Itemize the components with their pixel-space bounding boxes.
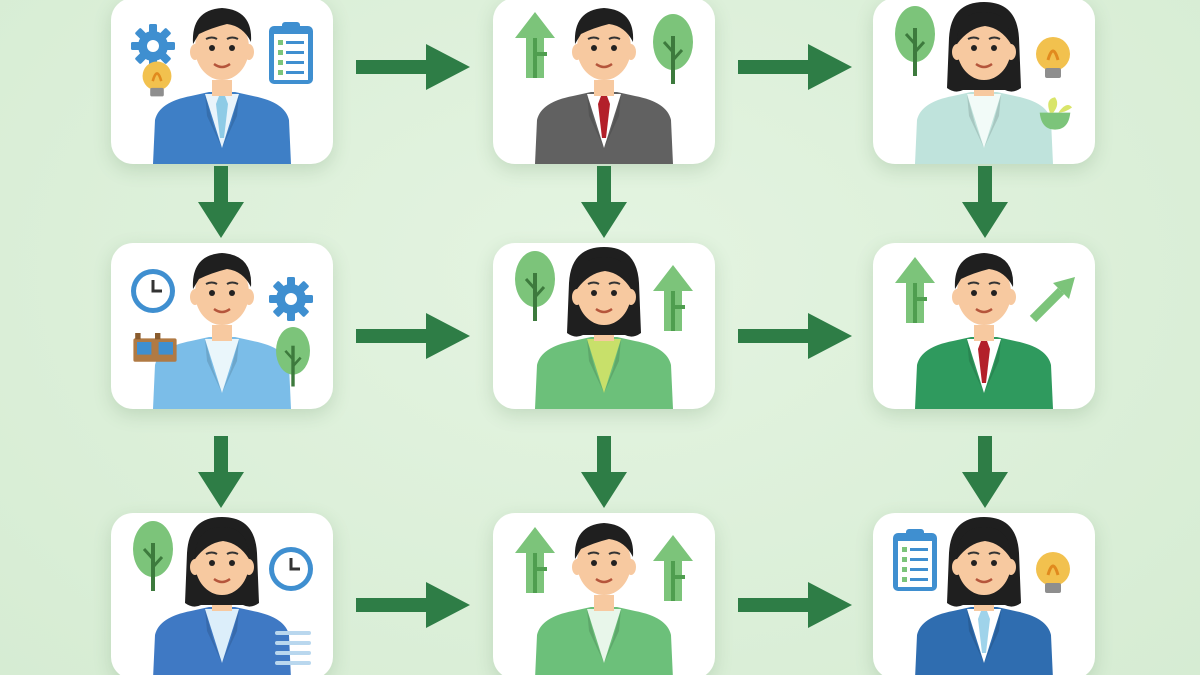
person-avatar <box>153 517 291 675</box>
person-avatar <box>535 523 673 675</box>
person-avatar <box>535 247 673 409</box>
tree-icon <box>276 327 310 387</box>
gear-icon <box>269 277 313 321</box>
person-avatar <box>915 517 1053 675</box>
bulb-icon <box>142 61 172 97</box>
arrow-right-r1c1-r1c2 <box>356 44 470 90</box>
arrow-down-r1c3-r2c3 <box>962 166 1008 238</box>
arrow-right-r2c1-r2c2 <box>356 313 470 359</box>
growth-arrow-icon <box>515 527 555 593</box>
arrow-right-r3c1-r3c2 <box>356 582 470 628</box>
person-avatar <box>153 8 291 164</box>
tree-icon <box>653 14 693 84</box>
arrow-down-r2c3-r3c3 <box>962 436 1008 508</box>
arrow-right-r3c2-r3c3 <box>738 582 852 628</box>
arrow-right-r1c2-r1c3 <box>738 44 852 90</box>
growth-arrow-icon <box>515 12 555 78</box>
bulb-icon <box>1036 37 1070 78</box>
person-avatar <box>915 253 1053 409</box>
clipboard-icon <box>893 529 937 591</box>
person-card-r3c2 <box>493 513 715 675</box>
tree-icon <box>895 6 935 76</box>
machine-icon <box>133 333 177 362</box>
person-card-r3c3 <box>873 513 1095 675</box>
person-avatar <box>915 2 1053 164</box>
person-card-r2c3 <box>873 243 1095 409</box>
tree-icon <box>515 251 555 321</box>
person-card-r1c3 <box>873 0 1095 164</box>
clipboard-icon <box>269 22 313 84</box>
person-card-r3c1 <box>111 513 333 675</box>
trend-arrow-icon <box>1029 277 1075 323</box>
person-card-r1c2 <box>493 0 715 164</box>
person-avatar <box>153 253 291 409</box>
person-card-r2c2 <box>493 243 715 409</box>
arrow-down-r2c2-r3c2 <box>581 436 627 508</box>
tree-icon <box>133 521 173 591</box>
gear-icon <box>131 24 175 68</box>
doc-lines-icon <box>275 631 311 665</box>
growth-arrow-icon <box>653 265 693 331</box>
growth-arrow-icon <box>895 257 935 323</box>
clock-icon <box>131 269 175 313</box>
person-card-r2c1 <box>111 243 333 409</box>
arrow-down-r2c1-r3c1 <box>198 436 244 508</box>
clock-icon <box>269 547 313 591</box>
arrow-right-r2c2-r2c3 <box>738 313 852 359</box>
person-card-r1c1 <box>111 0 333 164</box>
leaf-bowl-icon <box>1039 97 1072 130</box>
person-avatar <box>535 8 673 164</box>
arrow-down-r1c2-r2c2 <box>581 166 627 238</box>
growth-arrow-icon <box>653 535 693 601</box>
bulb-icon <box>1036 552 1070 593</box>
arrow-down-r1c1-r2c1 <box>198 166 244 238</box>
